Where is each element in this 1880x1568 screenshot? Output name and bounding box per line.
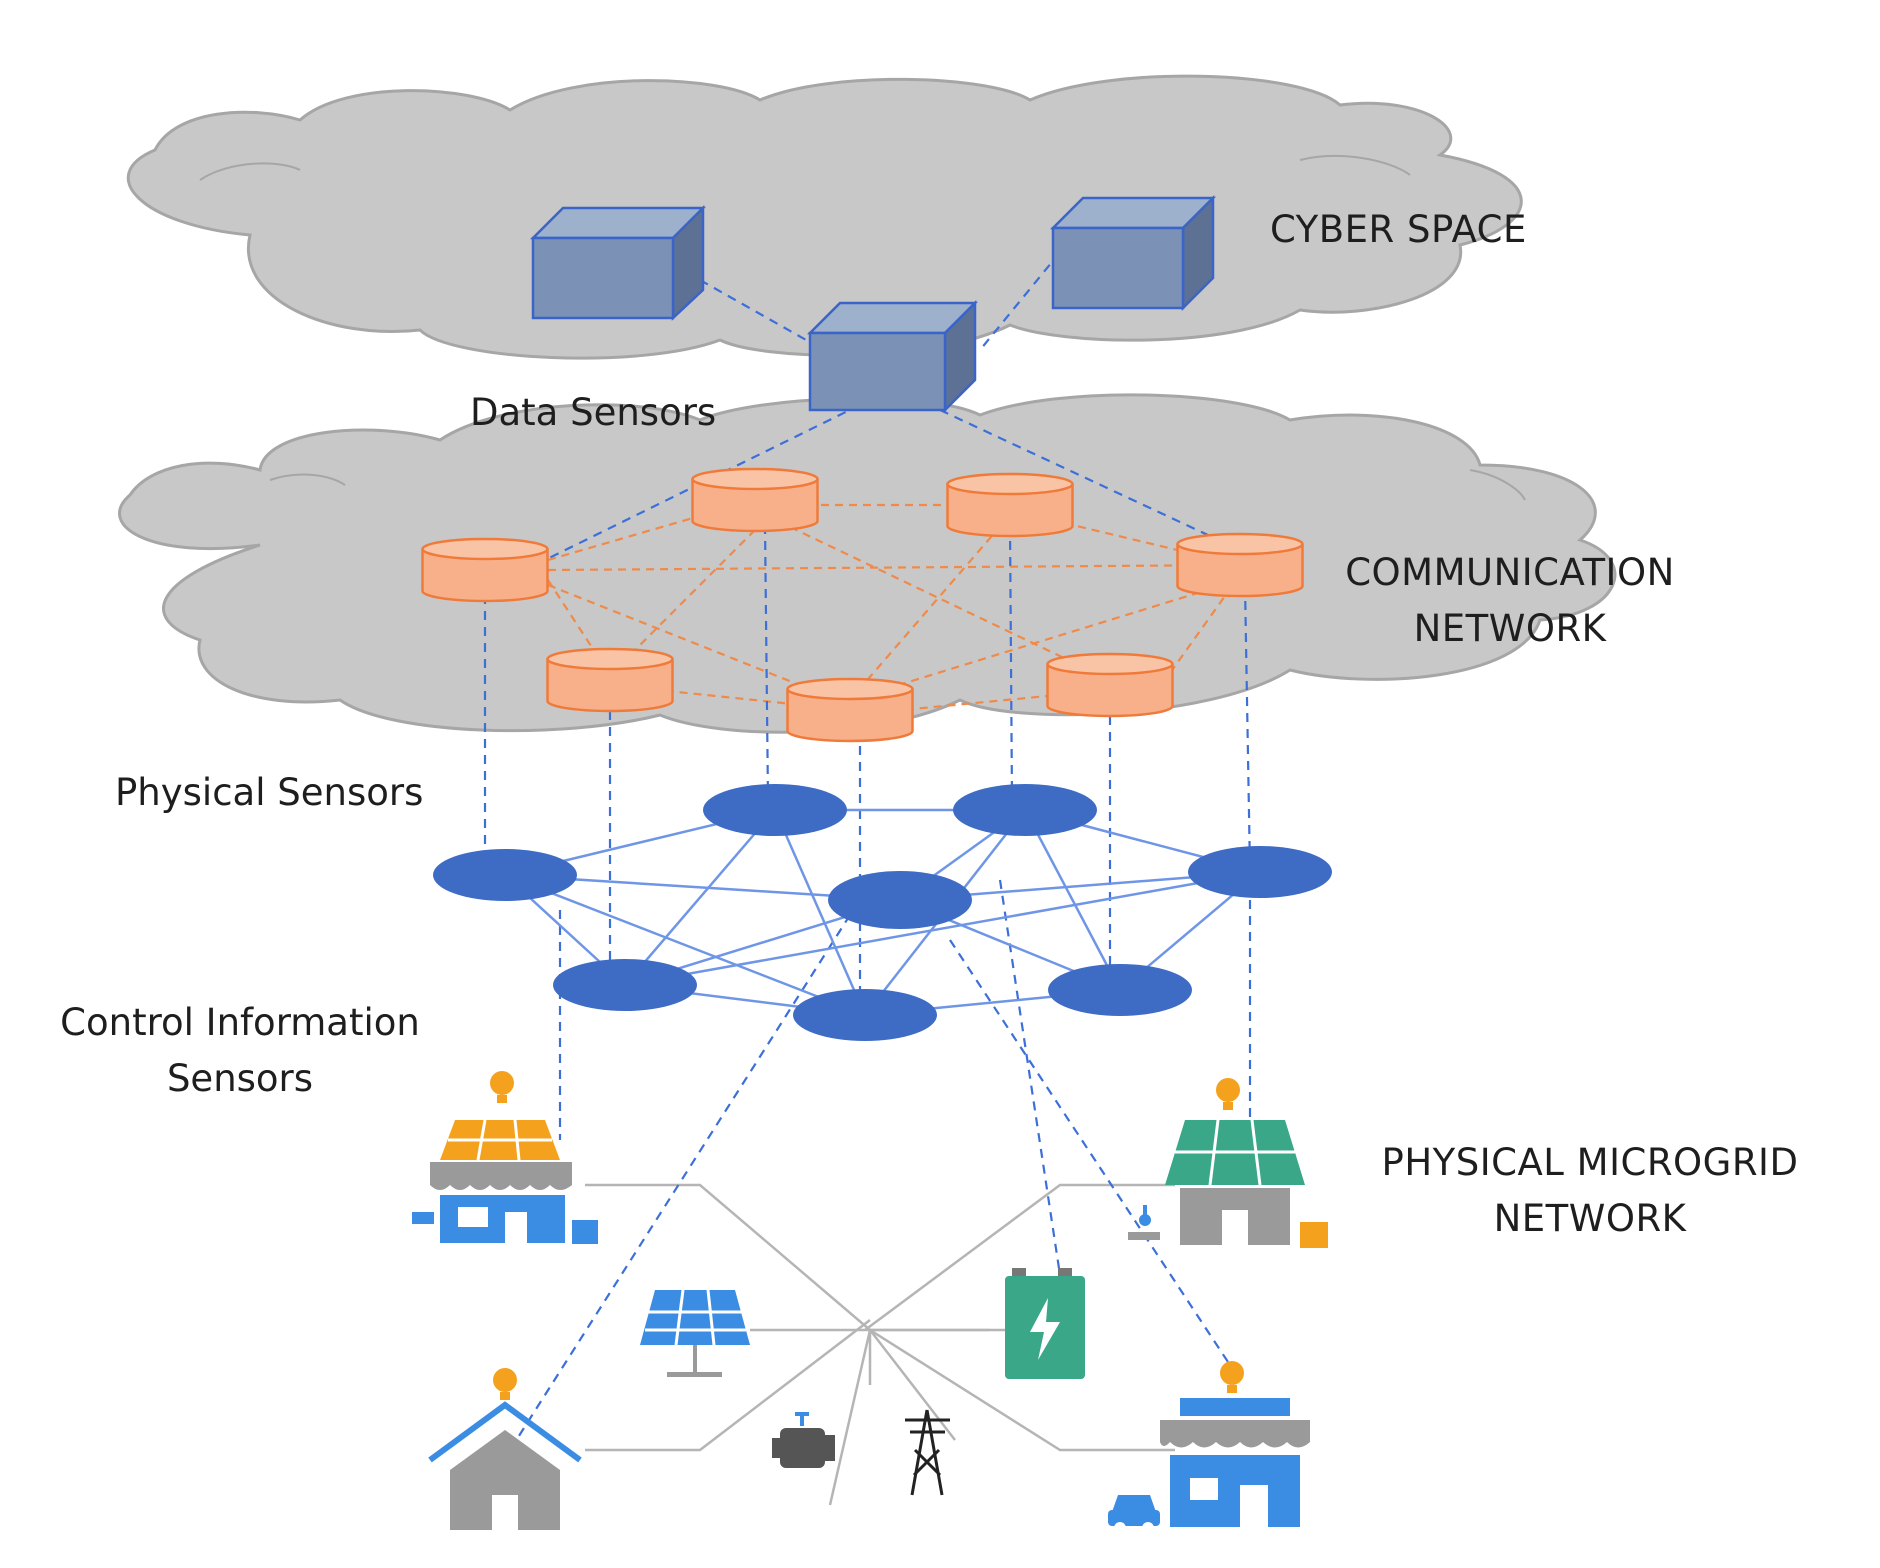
data-sensor-cube-icon <box>1049 194 1217 312</box>
light-bulb-icon <box>1216 1078 1240 1110</box>
router-icon <box>1176 532 1304 598</box>
physical-microgrid-network-label-line1: PHYSICAL MICROGRID <box>1381 1141 1799 1184</box>
power-line-network <box>585 1183 1175 1506</box>
control-information-sensors-label-line2: Sensors <box>166 1057 314 1100</box>
generator-icon <box>772 1412 835 1468</box>
physical-sensor-node-icon <box>703 784 847 836</box>
physical-microgrid-network-label-line2: NETWORK <box>1493 1197 1687 1240</box>
wind-turbine-icon <box>1128 1205 1160 1240</box>
house-icon <box>428 1368 582 1530</box>
storefront-icon <box>1108 1361 1310 1534</box>
physical-sensors-label: Physical Sensors <box>115 771 424 814</box>
router-to-sensor-links <box>483 524 1252 1015</box>
light-bulb-icon <box>490 1071 514 1103</box>
data-sensors-label: Data Sensors <box>470 391 717 434</box>
control-information-sensors-label-line1: Control Information <box>60 1001 420 1044</box>
house-solar-icon <box>1128 1078 1328 1248</box>
physical-sensor-node-icon <box>1048 964 1192 1016</box>
data-sensor-cube-icon <box>529 204 707 321</box>
control-information-sensors-label: Control Information Sensors <box>40 995 440 1107</box>
communication-network-label-line2: NETWORK <box>1413 607 1607 650</box>
car-icon <box>1108 1495 1160 1534</box>
light-bulb-icon <box>493 1368 517 1400</box>
transmission-tower-icon <box>905 1409 950 1496</box>
communication-network-label: COMMUNICATION NETWORK <box>1310 545 1710 657</box>
communication-network-label-line1: COMMUNICATION <box>1345 551 1675 594</box>
physical-sensor-node-icon <box>828 871 972 929</box>
data-sensor-cube-icon <box>806 299 979 414</box>
solar-panel-icon <box>640 1289 750 1377</box>
cyber-space-label: CYBER SPACE <box>1270 208 1527 251</box>
physical-sensor-node-icon <box>953 784 1097 836</box>
physical-microgrid-network-label: PHYSICAL MICROGRID NETWORK <box>1370 1135 1810 1247</box>
router-icon <box>786 677 914 743</box>
physical-sensor-node-icon <box>553 959 697 1011</box>
battery-icon <box>1005 1268 1085 1379</box>
light-bulb-icon <box>1220 1361 1244 1393</box>
physical-sensor-node-icon <box>433 849 577 901</box>
router-icon <box>421 537 549 603</box>
router-icon <box>691 467 819 533</box>
physical-sensor-node-icon <box>793 989 937 1041</box>
router-icon <box>946 472 1074 538</box>
router-icon <box>1046 652 1174 718</box>
physical-sensor-nodes <box>433 784 1332 1041</box>
physical-sensor-node-icon <box>1188 846 1332 898</box>
router-group <box>421 467 1304 743</box>
shop-solar-icon <box>412 1071 598 1244</box>
router-icon <box>546 647 674 713</box>
